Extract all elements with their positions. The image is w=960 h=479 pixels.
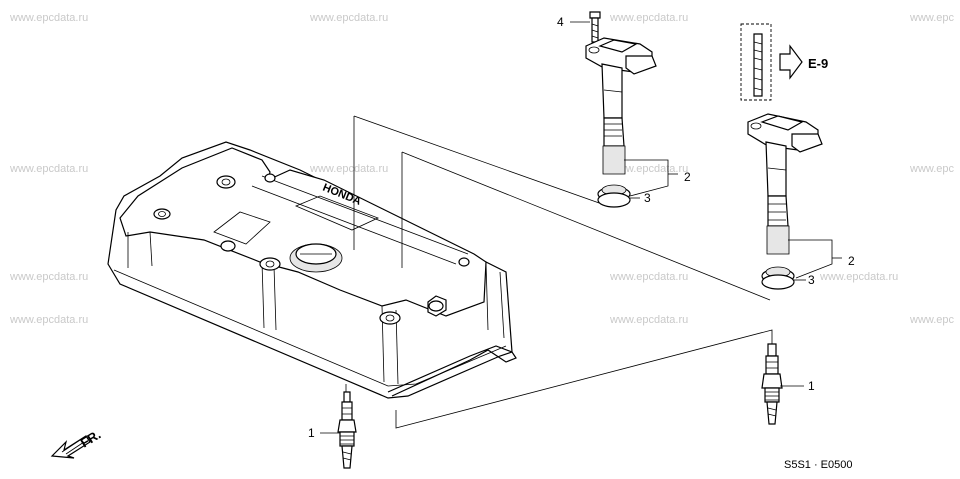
watermark: www.epcdata.ru	[9, 271, 88, 283]
callout-2-lower: 2	[848, 254, 855, 268]
callout-numbers: 4 2 3 2 3 1 1	[308, 15, 855, 440]
watermark: www.epcdata.ru	[9, 314, 88, 326]
watermark: www.epc	[909, 12, 955, 24]
watermark: www.epcdata.ru	[9, 163, 88, 175]
watermark: www.epcdata.ru	[609, 314, 688, 326]
drawing-code: S5S1 · E0500	[784, 459, 853, 471]
front-direction-indicator: FR.	[50, 427, 103, 459]
callout-3-upper: 3	[644, 191, 651, 205]
valve-cover: HONDA	[107, 141, 517, 399]
callout-4: 4	[557, 15, 564, 29]
watermark: www.epcdata.ru	[819, 271, 898, 283]
callout-1-left: 1	[308, 426, 315, 440]
watermark: www.epcdata.ru	[609, 271, 688, 283]
watermark: www.epcdata.ru	[609, 163, 688, 175]
plug-tube-seal-lower	[761, 266, 795, 290]
watermark: www.epcdata.ru	[309, 163, 388, 175]
plug-tube-seal-upper	[597, 184, 631, 208]
callout-1-right: 1	[808, 379, 815, 393]
watermark: www.epcdata.ru	[9, 12, 88, 24]
callout-2-upper: 2	[684, 170, 691, 184]
watermark: www.epcdata.ru	[609, 12, 688, 24]
ignition-coil-upper	[585, 11, 657, 175]
watermark: www.epc	[909, 163, 955, 175]
watermark: www.epcdata.ru	[309, 12, 388, 24]
spark-plug-right	[761, 343, 783, 425]
callout-leaders	[320, 21, 842, 434]
watermark: www.epc	[909, 314, 955, 326]
spark-plug-left	[337, 391, 357, 469]
ignition-coil-right	[740, 23, 823, 255]
callout-3-lower: 3	[808, 273, 815, 287]
reference-label: E-9	[808, 56, 828, 71]
reference-arrow: E-9	[779, 44, 828, 80]
reference-box	[740, 23, 772, 101]
